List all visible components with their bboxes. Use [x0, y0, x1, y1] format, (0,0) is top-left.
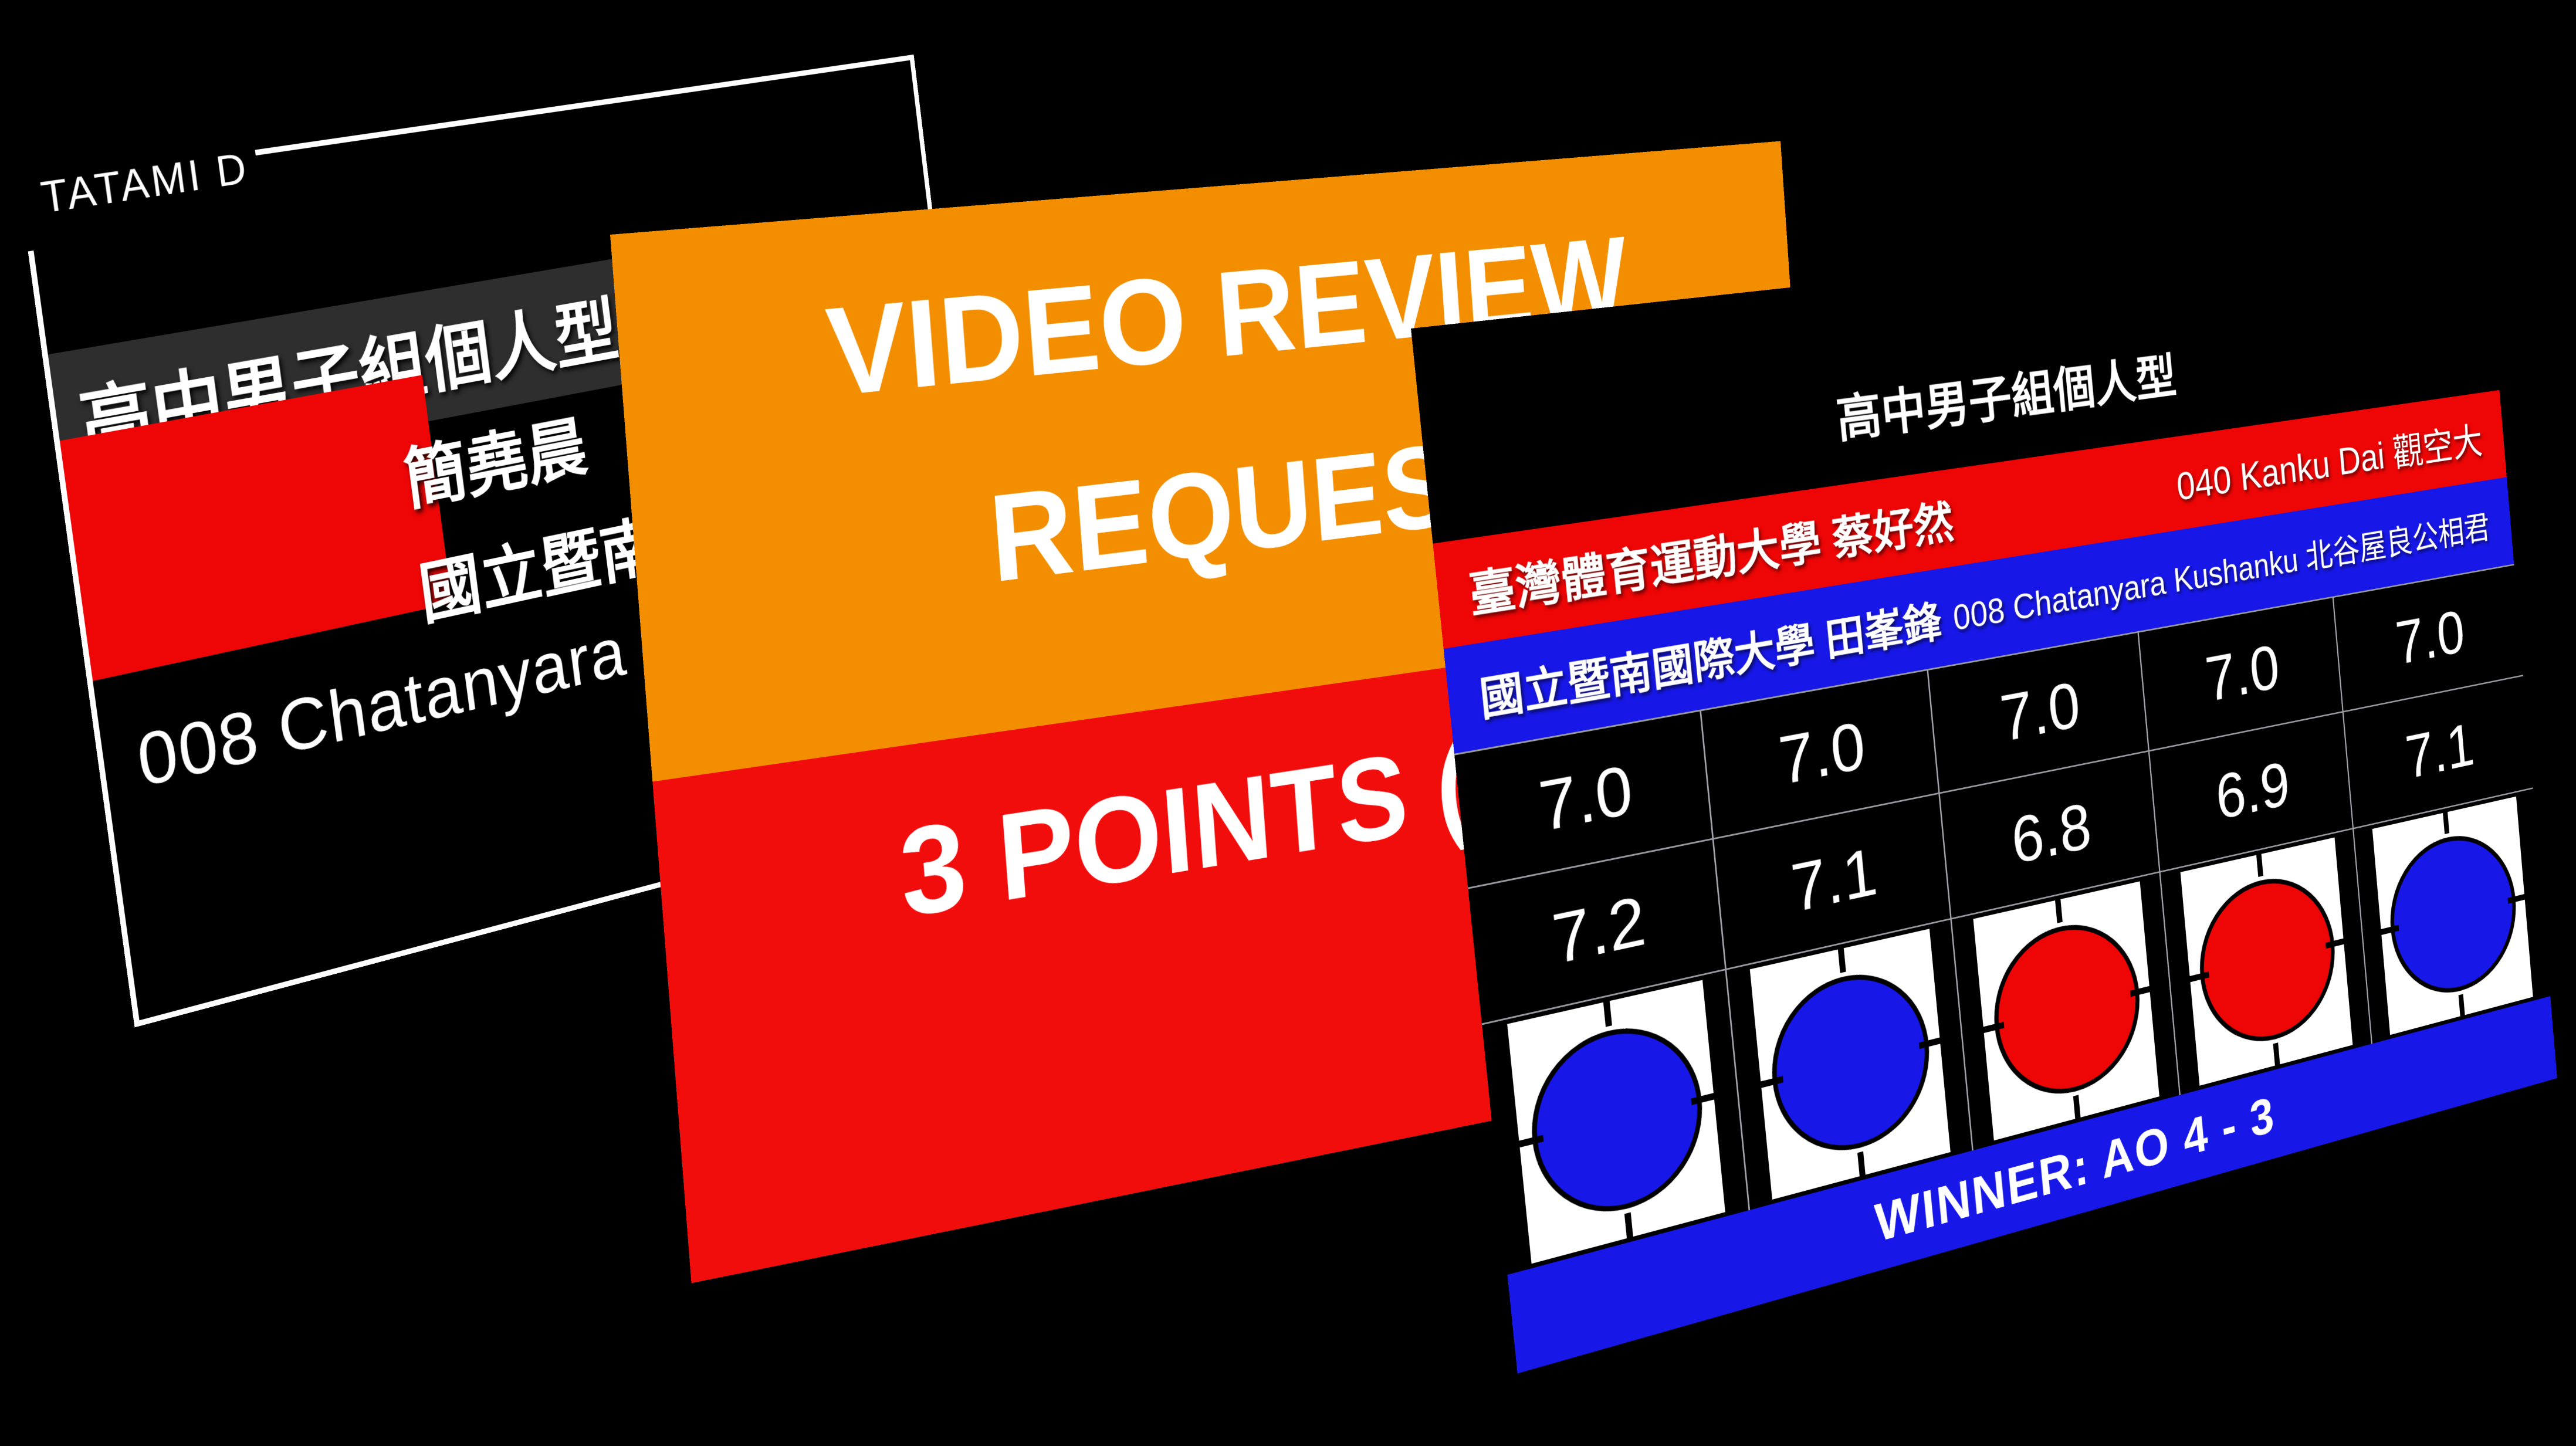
- judge2-vote-flag: [1749, 929, 1951, 1200]
- tick-mark-icon: [2073, 1095, 2081, 1119]
- tick-mark-icon: [2273, 1042, 2280, 1065]
- judge4-vote-circle-icon: [2193, 865, 2341, 1057]
- tick-mark-icon: [1857, 1152, 1866, 1177]
- tick-mark-icon: [1838, 948, 1846, 973]
- judge4-vote-flag: [2180, 837, 2352, 1085]
- scoreboard-title: 高中男子組個人型: [1833, 337, 2178, 452]
- tick-mark-icon: [1624, 1213, 1633, 1238]
- judge1-vote-flag: [1507, 980, 1725, 1264]
- judge5-vote-flag: [2372, 797, 2533, 1035]
- tick-mark-icon: [2055, 899, 2063, 923]
- tick-mark-icon: [2256, 854, 2263, 877]
- tick-mark-icon: [2459, 994, 2465, 1016]
- kata-scoreboard-slide: 高中男子組個人型 臺灣體育運動大學 蔡好然 040 Kanku Dai 觀空大 …: [1411, 212, 2559, 1400]
- judge3-vote-circle-icon: [1987, 910, 2147, 1110]
- slide-border-top: [255, 55, 915, 155]
- tick-mark-icon: [2443, 812, 2449, 834]
- judge5-vote-circle-icon: [2384, 823, 2522, 1007]
- tatami-label: TATAMI D: [32, 143, 257, 224]
- judge1-vote-circle-icon: [1523, 1011, 1710, 1231]
- tick-mark-icon: [1603, 1001, 1612, 1027]
- judge2-vote-circle-icon: [1765, 959, 1937, 1169]
- judge3-vote-flag: [1974, 881, 2159, 1140]
